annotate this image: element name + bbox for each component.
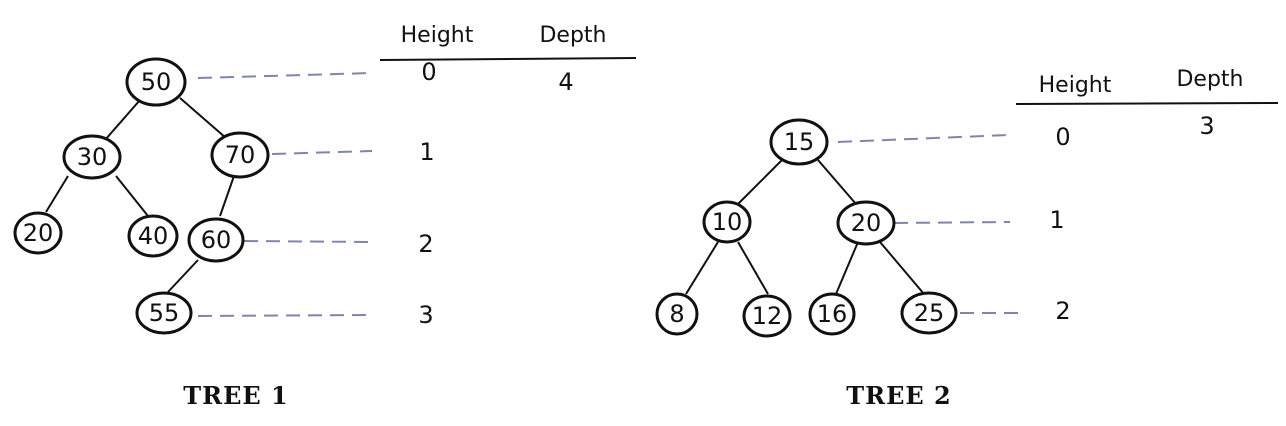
edge-70-60 [219,175,235,217]
edge-10-8 [685,241,719,295]
level-label-2: 2 [1055,297,1070,325]
node-16: 16 [808,292,856,336]
node-8: 8 [655,292,699,336]
level-label-0: 0 [421,58,436,86]
depth-header: Depth [539,23,606,48]
node-70: 70 [210,131,270,179]
node-label: 30 [77,143,108,171]
node-20: 20 [13,211,63,255]
edge-50-70 [179,97,227,139]
node-25: 25 [900,291,958,335]
node-20: 20 [836,200,896,246]
edge-30-20 [45,175,69,213]
level-label-0: 0 [1055,123,1070,151]
height-header: Height [401,23,474,48]
level-dash-2 [243,240,373,243]
tree-2: 15 10 20 8 12 16 25 Height Depth 3 [655,67,1279,410]
node-label: 20 [851,209,882,237]
tree-2-caption: TREE 2 [846,381,951,410]
edge-20-16 [835,241,859,295]
node-label: 70 [225,141,256,169]
level-dash-3 [197,314,373,317]
edge-60-55 [167,259,199,293]
node-60: 60 [187,217,245,263]
depth-value: 4 [558,68,573,96]
node-label: 50 [141,68,172,96]
node-label: 8 [669,300,684,328]
node-10: 10 [702,200,752,244]
level-label-1: 1 [419,138,434,166]
node-label: 40 [138,222,169,250]
node-12: 12 [742,294,792,338]
node-15: 15 [769,118,829,166]
edge-20-25 [879,241,925,295]
edge-10-12 [737,241,769,295]
edge-15-20 [817,159,857,205]
height-header: Height [1039,73,1112,98]
node-label: 60 [201,226,232,254]
level-dash-1 [893,221,1011,224]
level-label-2: 2 [418,230,433,258]
level-label-3: 3 [418,301,433,329]
node-label: 55 [149,299,180,327]
tree-1: 50 30 70 20 40 60 55 Height Depth [13,23,637,410]
node-30: 30 [62,134,122,180]
node-40: 40 [127,214,179,258]
edge-15-10 [737,159,783,205]
node-label: 10 [712,208,743,236]
tree-1-caption: TREE 1 [183,381,288,410]
node-55: 55 [135,291,193,335]
node-label: 20 [23,219,54,247]
edge-50-30 [104,99,141,141]
node-50: 50 [125,57,187,107]
node-label: 16 [817,300,848,328]
level-label-1: 1 [1049,206,1064,234]
header-rule [379,57,637,61]
node-label: 25 [914,299,945,327]
node-label: 12 [752,302,783,330]
edge-30-40 [115,175,149,217]
level-dash-0 [197,72,373,79]
node-label: 15 [784,128,815,156]
depth-value: 3 [1199,112,1214,140]
level-dash-1 [271,150,373,155]
header-rule [1015,102,1279,105]
level-dash-0 [837,134,1009,143]
depth-header: Depth [1176,67,1243,92]
